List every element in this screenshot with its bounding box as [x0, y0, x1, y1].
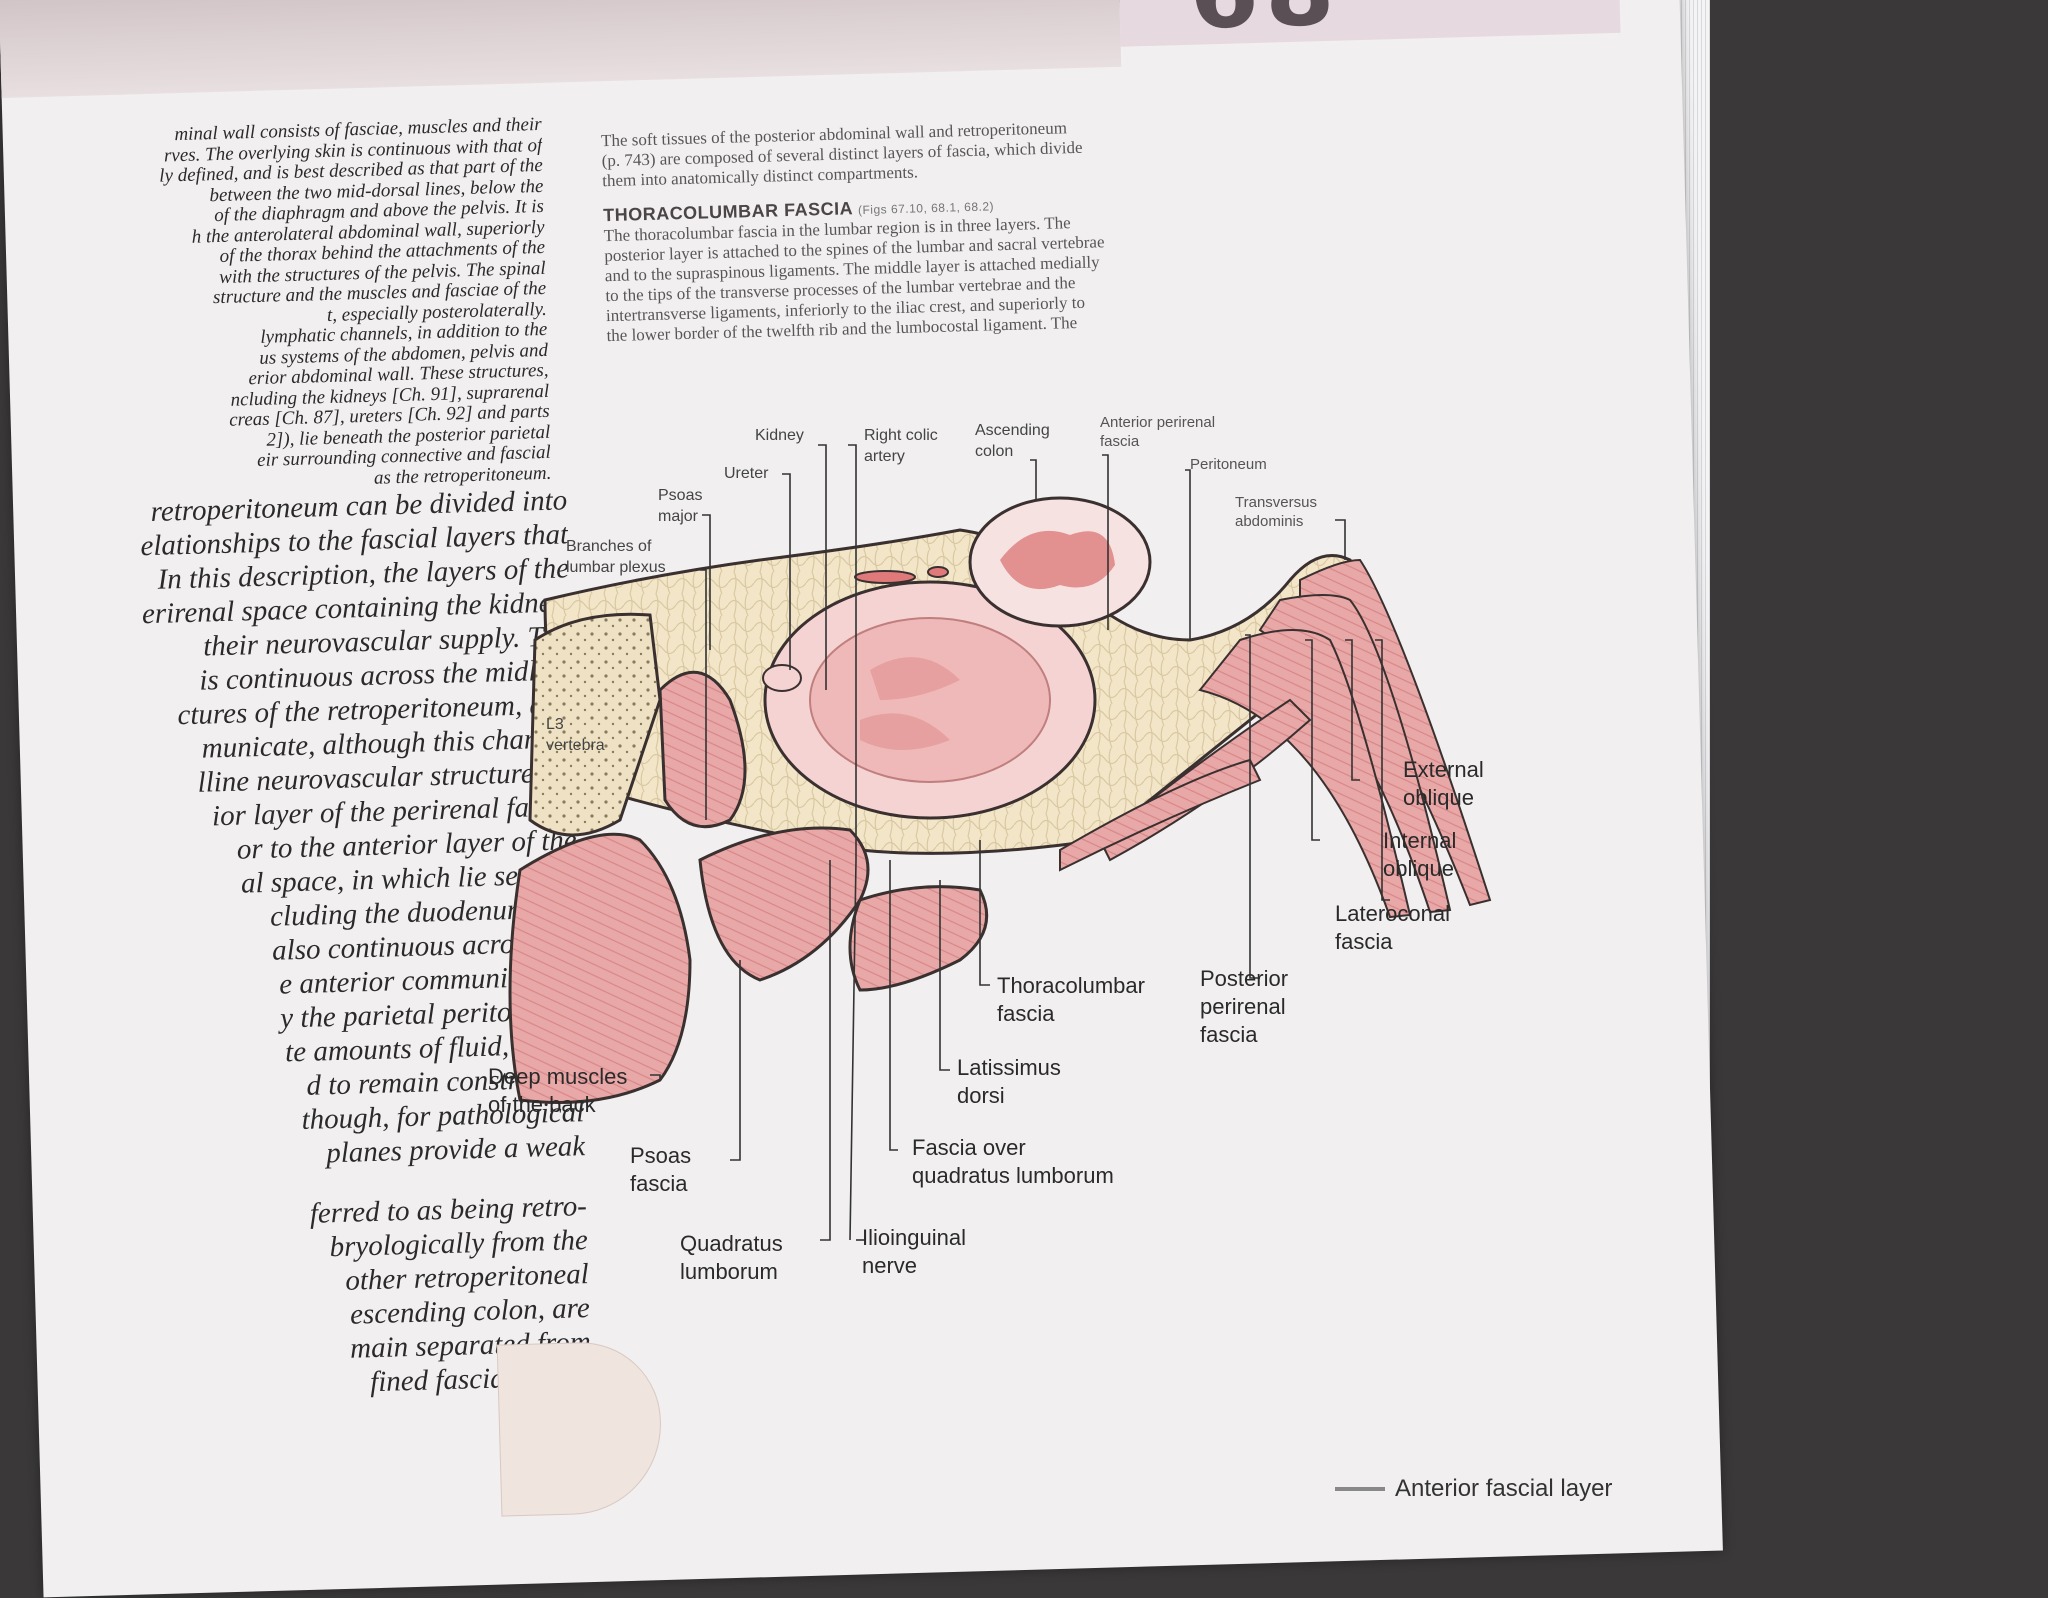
- latissimus-dorsi-muscle: [848, 885, 989, 992]
- label-internal-oblique: Internal oblique: [1383, 828, 1457, 881]
- label-latissimus-dorsi: Latissimus dorsi: [957, 1055, 1061, 1108]
- label-ureter: Ureter: [724, 465, 769, 482]
- label-ascending-colon: Ascending colon: [975, 422, 1050, 460]
- label-lateroconal-fascia: Lateroconal fascia: [1335, 901, 1450, 954]
- label-peritoneum: Peritoneum: [1190, 456, 1267, 473]
- psoas-major-muscle: [658, 670, 747, 829]
- label-psoas-fascia: Psoas fascia: [630, 1143, 692, 1196]
- label-psoas-major: Psoas major: [658, 487, 703, 525]
- label-branches-lumbar-plexus: Branches of lumbar plexus: [566, 538, 666, 576]
- label-quadratus-lumborum: Quadratus lumborum: [680, 1231, 783, 1284]
- label-external-oblique: External oblique: [1403, 757, 1484, 810]
- ureter: [762, 664, 802, 692]
- l3-vertebra: [528, 612, 662, 837]
- label-kidney: Kidney: [755, 427, 804, 444]
- photo-scene: 68 minal wall consists of fasciae, muscl…: [0, 0, 1723, 1598]
- figure-legend: Anterior fascial layer: [1335, 1475, 1612, 1503]
- label-right-colic-artery: Right colic artery: [864, 427, 938, 465]
- legend-swatch: [1335, 1487, 1385, 1491]
- deep-back-muscles: [508, 832, 692, 1104]
- label-fascia-over-quadratus: Fascia over quadratus lumborum: [912, 1135, 1114, 1188]
- label-deep-muscles-of-back: Deep muscles of the back: [488, 1064, 628, 1117]
- leader-lines: [650, 444, 1390, 1241]
- legend-label: Anterior fascial layer: [1395, 1475, 1613, 1502]
- label-thoracolumbar-fascia: Thoracolumbar fascia: [997, 973, 1145, 1026]
- label-l3-vertebra: L3 vertebra: [546, 716, 605, 754]
- abdominal-wall-muscles: [1059, 558, 1492, 919]
- label-ilioinguinal-nerve: Ilioinguinal nerve: [862, 1225, 966, 1278]
- label-anterior-perirenal-fascia: Anterior perirenal fascia: [1100, 414, 1216, 450]
- right-colic-artery: [854, 570, 916, 584]
- label-transversus-abdominis: Transversus abdominis: [1235, 494, 1317, 530]
- quadratus-lumborum-muscle: [698, 826, 870, 982]
- label-posterior-perirenal-fascia: Posterior perirenal fascia: [1200, 966, 1289, 1047]
- retroperitoneum-figure: [508, 444, 1492, 1241]
